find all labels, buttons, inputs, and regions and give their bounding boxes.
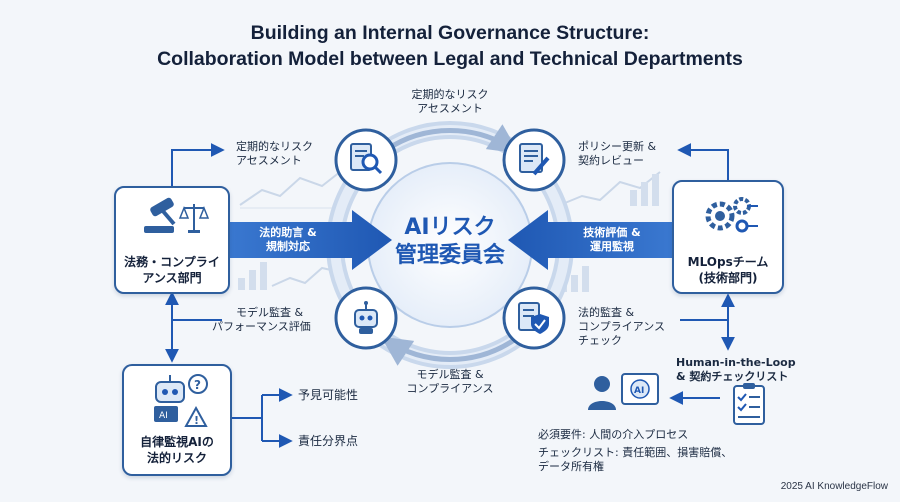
person-icon: AI bbox=[588, 373, 659, 410]
right-lower-label-1: 法的監査 & bbox=[578, 306, 635, 319]
hitl-checklist-2: データ所有権 bbox=[538, 460, 604, 473]
decor-chart-right-top bbox=[559, 171, 661, 206]
cycle-bottom-label-2: コンプライアンス bbox=[406, 382, 494, 395]
center-title-line2: 管理委員会 bbox=[394, 243, 505, 268]
ai-risk-label-2: 法的リスク bbox=[146, 451, 207, 465]
left-lower-connector bbox=[165, 291, 222, 321]
svg-text:!: ! bbox=[194, 414, 199, 427]
cycle-top-label-2: アセスメント bbox=[417, 102, 483, 115]
checklist-icon bbox=[733, 383, 765, 425]
footer-credit: 2025 AI KnowledgeFlow bbox=[780, 481, 888, 492]
hitl-title-2: & 契約チェックリスト bbox=[676, 370, 789, 383]
svg-text:AI: AI bbox=[159, 411, 168, 421]
robot-icon bbox=[354, 301, 378, 334]
left-lower-label-2: パフォーマンス評価 bbox=[212, 320, 311, 333]
right-lower-label-2: コンプライアンス bbox=[578, 320, 666, 333]
document-pen-icon bbox=[519, 143, 550, 176]
center-title-line1: AIリスク bbox=[404, 215, 496, 240]
gavel-icon bbox=[144, 197, 210, 233]
decor-chart-left-top bbox=[239, 167, 350, 209]
magnifier-document-icon bbox=[350, 143, 383, 175]
robot-question-icon: AI ? ! bbox=[154, 374, 208, 427]
branch-responsibility: 責任分界点 bbox=[298, 434, 359, 448]
hitl-title-1: Human-in-the-Loop bbox=[676, 356, 796, 369]
ai-risk-label-1: 自律監視AIの bbox=[140, 435, 214, 449]
diagram-title-line2: Collaboration Model between Legal and Te… bbox=[157, 48, 743, 70]
legal-advice-arrow bbox=[228, 210, 392, 270]
right-lower-connector bbox=[680, 293, 735, 321]
branch-connector bbox=[232, 388, 293, 448]
legal-box-label-1: 法務・コンプライ bbox=[124, 255, 220, 269]
hitl-checklist-1: チェックリスト: 責任範囲、損害賠償、 bbox=[538, 446, 733, 459]
decor-chart-left-bottom bbox=[238, 262, 341, 290]
legal-advice-label-2: 規制対応 bbox=[266, 240, 310, 253]
tech-eval-label-1: 技術評価 & bbox=[583, 226, 641, 239]
left-upper-label-2: アセスメント bbox=[236, 154, 302, 167]
gears-icon bbox=[705, 197, 758, 233]
hitl-requirement: 必須要件: 人間の介入プロセス bbox=[538, 428, 689, 441]
left-upper-connector bbox=[171, 143, 225, 190]
svg-text:?: ? bbox=[194, 378, 201, 392]
mlops-box-label-1: MLOpsチーム bbox=[687, 255, 769, 269]
autonomous-ai-risk-box: AI ? ! 自律監視AIの 法的リスク bbox=[122, 364, 232, 476]
right-upper-label-1: ポリシー更新 & bbox=[578, 140, 657, 153]
right-upper-connector bbox=[677, 143, 729, 180]
left-upper-label-1: 定期的なリスク bbox=[236, 140, 313, 153]
cycle-bottom-label-1: モデル監査 & bbox=[416, 368, 484, 381]
legal-advice-label-1: 法的助言 & bbox=[259, 226, 317, 239]
tech-evaluation-arrow bbox=[508, 210, 672, 270]
right-upper-label-2: 契約レビュー bbox=[578, 154, 644, 167]
legal-compliance-box: 法務・コンプライ アンス部門 bbox=[114, 186, 230, 294]
mlops-team-box: MLOpsチーム (技術部門) bbox=[672, 180, 784, 294]
left-lower-label-1: モデル監査 & bbox=[236, 306, 304, 319]
svg-text:AI: AI bbox=[634, 386, 644, 396]
shield-check-icon bbox=[518, 302, 549, 334]
mlops-box-label-2: (技術部門) bbox=[698, 271, 758, 285]
branch-predictability: 予見可能性 bbox=[298, 388, 359, 402]
scales-icon bbox=[178, 204, 210, 233]
diagram-title-line1: Building an Internal Governance Structur… bbox=[250, 22, 650, 44]
cycle-top-label-1: 定期的なリスク bbox=[411, 88, 489, 101]
right-lower-label-3: チェック bbox=[578, 334, 622, 347]
legal-box-label-2: アンス部門 bbox=[142, 271, 202, 285]
tech-eval-label-2: 運用監視 bbox=[590, 240, 634, 253]
